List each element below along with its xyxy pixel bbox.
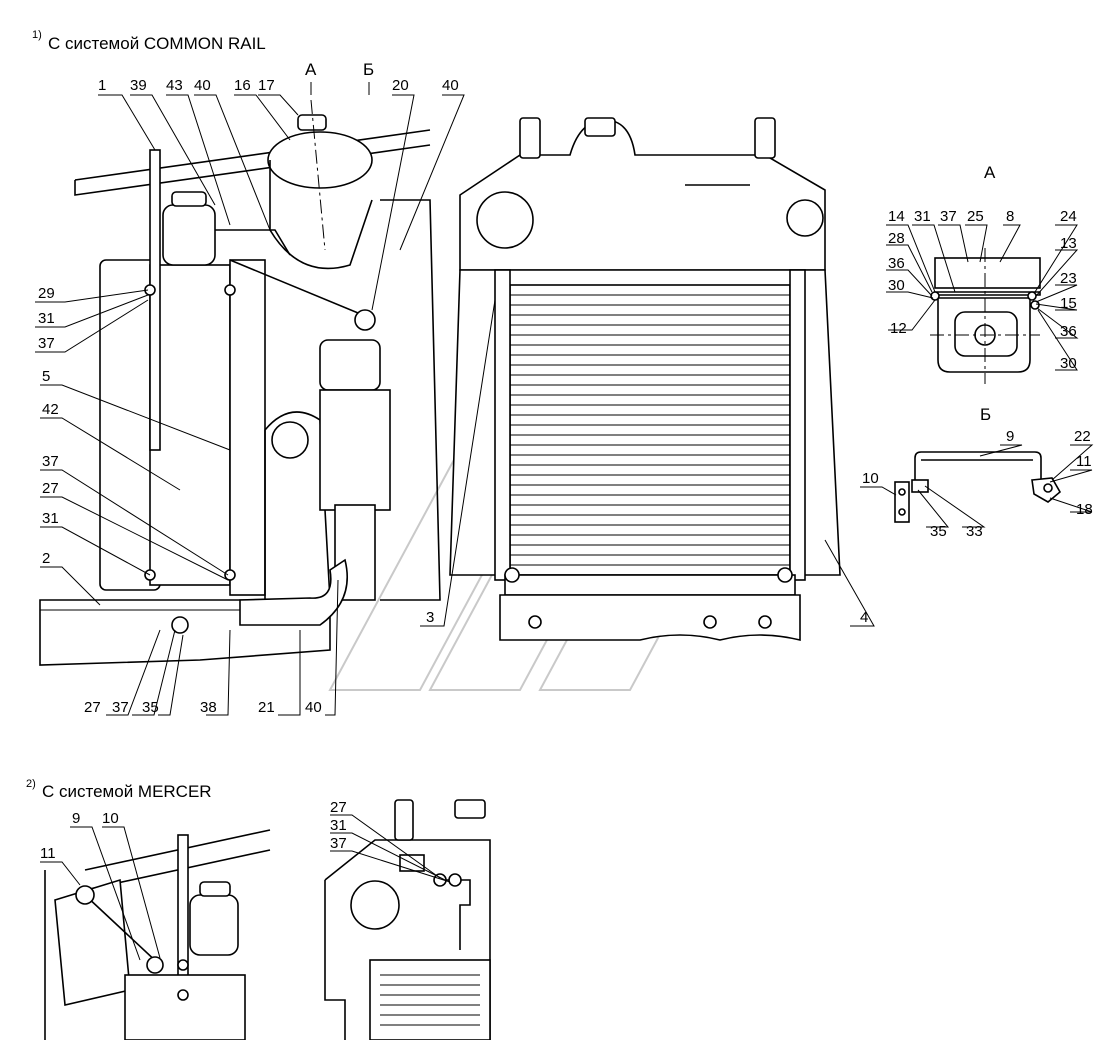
view-b-title: Б <box>980 405 991 424</box>
view-b-detail: Б <box>894 405 1062 523</box>
callout-4: 4 <box>860 609 868 626</box>
callout-m-9: 9 <box>72 810 80 827</box>
callout-3: 3 <box>426 609 434 626</box>
callout-35-bottom: 35 <box>142 699 159 716</box>
callout-21: 21 <box>258 699 275 716</box>
callout-labels-view-b: 9 22 11 10 18 35 33 <box>862 428 1093 540</box>
leader-lines-mercer-right <box>330 814 451 883</box>
callout-labels-front: 3 4 <box>426 609 868 626</box>
callout-38: 38 <box>200 699 217 716</box>
callout-a-36: 36 <box>888 255 905 272</box>
callout-mr-27: 27 <box>330 799 347 816</box>
callout-a-8: 8 <box>1006 208 1014 225</box>
callout-labels-mercer-left: 11 9 10 <box>40 810 119 862</box>
callout-a-31: 31 <box>914 208 931 225</box>
mercer-right-drawing <box>324 799 491 1040</box>
callout-2: 2 <box>42 550 50 567</box>
caption-common-rail-text: С системой COMMON RAIL <box>48 34 266 53</box>
leader-lines-left <box>35 94 465 716</box>
callout-mr-37: 37 <box>330 835 347 852</box>
callout-37-bottom: 37 <box>112 699 129 716</box>
callout-1: 1 <box>98 77 106 94</box>
callout-a-12: 12 <box>890 320 907 337</box>
callout-5: 5 <box>42 368 50 385</box>
callout-a-23: 23 <box>1060 270 1077 287</box>
callout-b-18: 18 <box>1076 501 1093 518</box>
callout-20: 20 <box>392 77 409 94</box>
callout-a-15: 15 <box>1060 295 1077 312</box>
section-markers: А Б <box>305 60 374 251</box>
section-a-label: А <box>305 60 317 79</box>
callout-m-11: 11 <box>40 845 56 862</box>
callout-a-13: 13 <box>1060 235 1077 252</box>
callout-31: 31 <box>38 310 55 327</box>
caption-mercer: 2) С системой MERCER <box>26 778 212 801</box>
callout-40-right: 40 <box>442 77 459 94</box>
callout-39: 39 <box>130 77 147 94</box>
caption-mercer-text: С системой MERCER <box>42 782 212 801</box>
callout-40-bottom: 40 <box>305 699 322 716</box>
callout-m-10: 10 <box>102 810 119 827</box>
callout-b-35: 35 <box>930 523 947 540</box>
callout-17: 17 <box>258 77 275 94</box>
callout-b-10: 10 <box>862 470 879 487</box>
callout-labels-view-a: 14 31 37 25 8 24 28 13 36 23 30 15 12 36… <box>888 208 1077 372</box>
callout-mr-31: 31 <box>330 817 347 834</box>
callout-a-36-right: 36 <box>1060 323 1077 340</box>
leader-lines-mercer-left <box>40 826 161 961</box>
callout-27: 27 <box>42 480 59 497</box>
callout-a-14: 14 <box>888 208 905 225</box>
callout-a-28: 28 <box>888 230 905 247</box>
callout-a-30-right: 30 <box>1060 355 1077 372</box>
callout-a-37: 37 <box>940 208 957 225</box>
callout-31-lower: 31 <box>42 510 59 527</box>
callout-37-lower: 37 <box>42 453 59 470</box>
view-a-title: А <box>984 163 996 182</box>
callout-a-24: 24 <box>1060 208 1077 225</box>
callout-labels-left: 1 39 43 40 16 17 20 40 29 31 37 5 42 37 … <box>38 77 459 716</box>
leader-lines-front <box>420 299 875 627</box>
callout-40: 40 <box>194 77 211 94</box>
leader-lines-view-a <box>886 224 1079 371</box>
callout-b-11: 11 <box>1076 453 1092 470</box>
callout-27-bottom: 27 <box>84 699 101 716</box>
view-a-detail: А <box>930 163 1041 384</box>
callout-16: 16 <box>234 77 251 94</box>
caption-mercer-sup: 2) <box>26 778 36 790</box>
caption-common-rail: 1) С системой COMMON RAIL <box>32 29 266 53</box>
callout-29: 29 <box>38 285 55 302</box>
callout-37: 37 <box>38 335 55 352</box>
callout-labels-mercer-right: 27 31 37 <box>330 799 347 852</box>
callout-b-22: 22 <box>1074 428 1091 445</box>
leader-lines-view-b <box>860 444 1094 528</box>
callout-a-30: 30 <box>888 277 905 294</box>
section-b-label: Б <box>363 60 374 79</box>
callout-42: 42 <box>42 401 59 418</box>
mercer-left-drawing <box>44 829 271 1040</box>
callout-43: 43 <box>166 77 183 94</box>
caption-common-rail-sup: 1) <box>32 29 42 41</box>
callout-b-33: 33 <box>966 523 983 540</box>
side-view-drawing <box>39 114 441 666</box>
callout-b-9: 9 <box>1006 428 1014 445</box>
callout-a-25: 25 <box>967 208 984 225</box>
front-view-drawing <box>449 117 841 642</box>
